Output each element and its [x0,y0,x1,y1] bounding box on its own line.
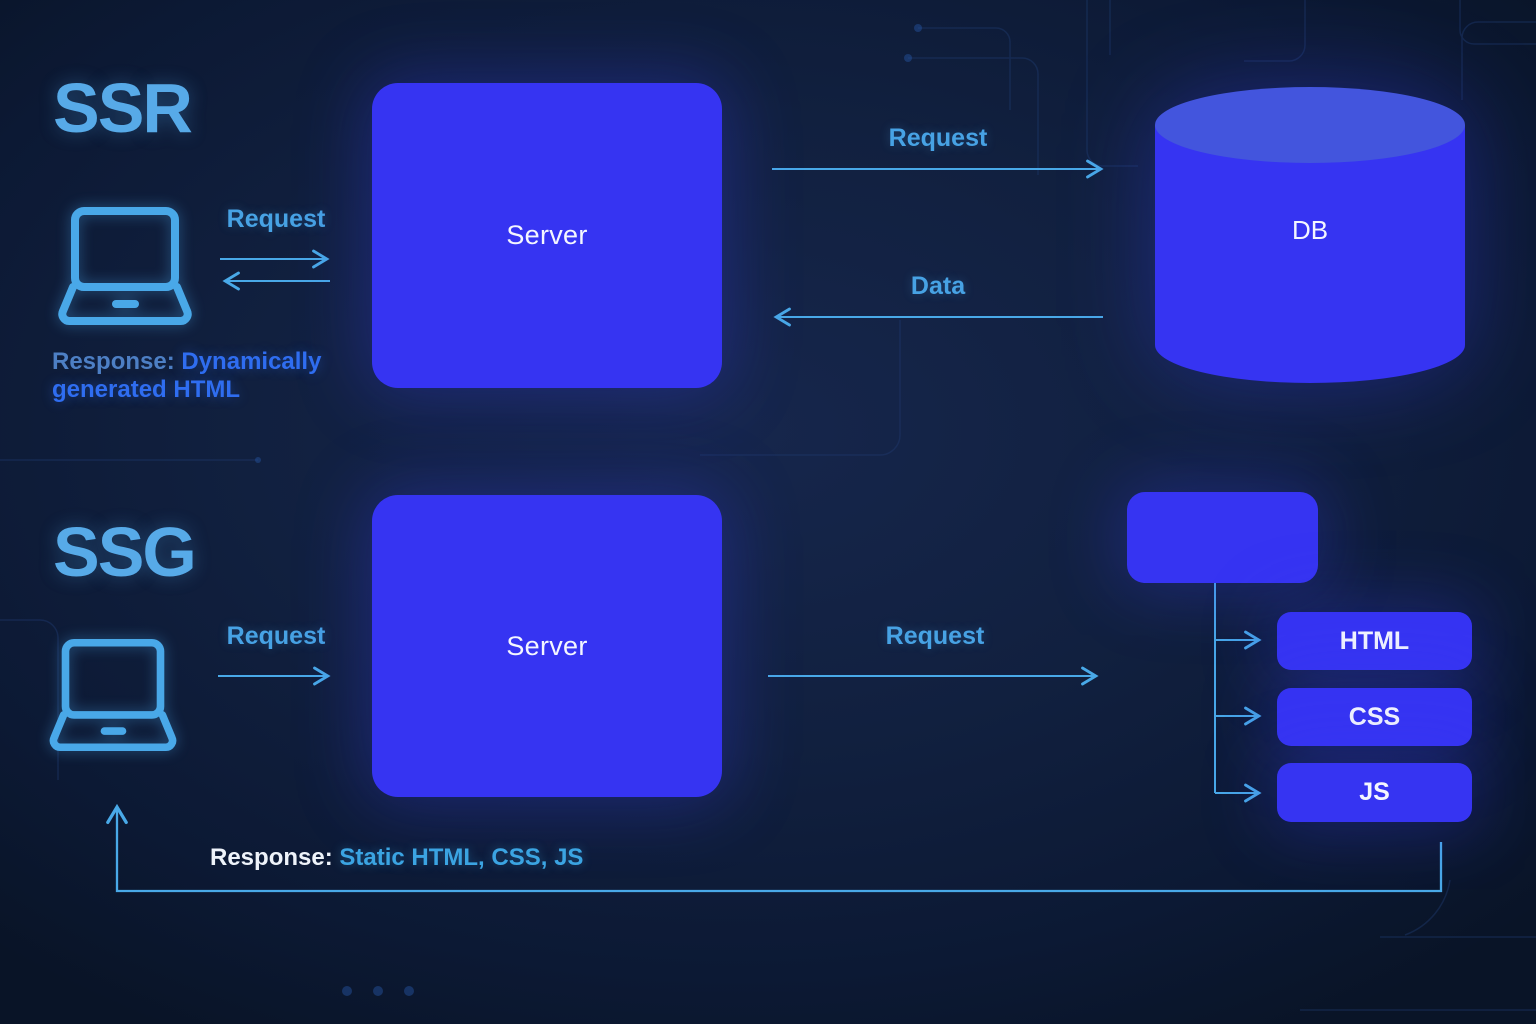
ssr-response-value: Dynamically generated HTML [52,348,322,403]
ssr-db-request-label: Request [888,124,988,152]
db-label: DB [1291,214,1329,245]
ssg-title: SSG [53,513,197,591]
css-file-box: CSS [1277,688,1472,746]
ssg-server-label: Server [506,630,588,661]
js-file-label: JS [1359,778,1390,806]
ssg-response-value: Static HTML, CSS, JS [339,844,584,871]
ssr-server-label: Server [506,220,588,250]
ssr-response-text: Response: Dynamically generated HTML [52,348,342,404]
ssg-client-request-label: Request [226,622,326,650]
ssg-response-label: Response: [210,844,333,871]
laptop-icon [49,638,177,752]
ssr-db-data-label: Data [910,272,966,300]
laptop-icon [58,207,192,325]
html-file-box: HTML [1277,612,1472,670]
ssr-response-label: Response: [52,348,175,375]
database-cylinder-icon [1155,87,1465,383]
ssr-client-request-label: Request [226,205,326,233]
css-file-label: CSS [1348,702,1401,731]
ssr-title: SSR [53,69,193,147]
ssg-files-request-label: Request [885,622,985,650]
ssr-server-box: Server [372,83,722,388]
js-file-box: JS [1277,763,1472,822]
ssg-build-output-box [1127,492,1318,583]
ssg-response-text: Response: Static HTML, CSS, JS [210,844,810,872]
html-file-label: HTML [1339,626,1410,655]
ssg-server-box: Server [372,495,722,797]
